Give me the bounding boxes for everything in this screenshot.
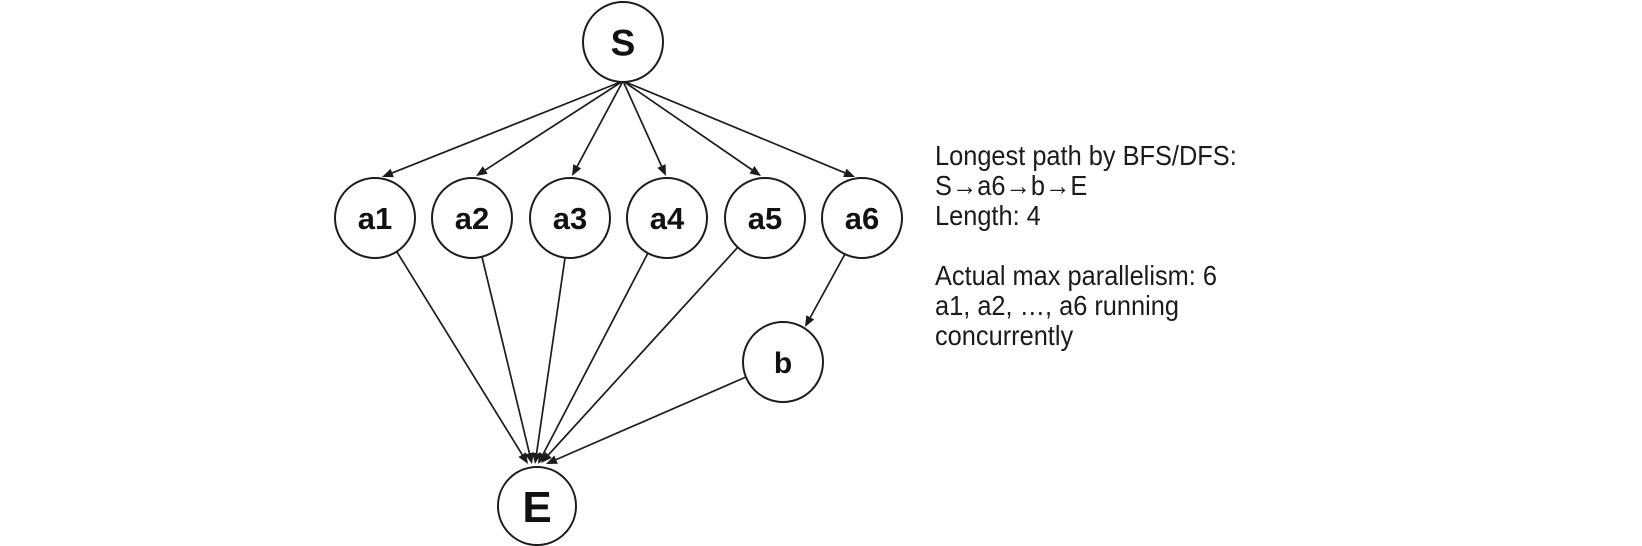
node-a5-circle	[724, 177, 806, 259]
node-E: E	[497, 466, 577, 546]
node-E-circle	[497, 466, 577, 546]
arrowhead-S-a4	[657, 164, 666, 176]
node-a5-label: a5	[748, 201, 782, 236]
annotation-line-running: a1, a2, …, a6 running	[935, 290, 1179, 321]
node-a4-circle	[626, 177, 708, 259]
arrowhead-b-E	[546, 455, 558, 464]
annotation-line-length: Length: 4	[935, 200, 1041, 231]
node-b: b	[742, 321, 824, 403]
node-a3-circle	[529, 177, 611, 259]
node-a1: a1	[334, 177, 416, 259]
node-a1-circle	[334, 177, 416, 259]
arrowhead-S-a5	[749, 166, 761, 176]
edge-b-E	[546, 376, 747, 464]
node-a2: a2	[431, 177, 513, 259]
node-a3-label: a3	[553, 201, 587, 236]
edge-S-a4	[622, 80, 666, 176]
node-S: S	[582, 1, 664, 83]
edge-S-a3	[572, 80, 624, 176]
annotation-line-parallelism: Actual max parallelism: 6	[935, 260, 1217, 291]
arrowhead-a2-E	[525, 452, 534, 464]
arrowhead-a6-b	[805, 315, 815, 327]
arrowhead-a1-E	[518, 452, 528, 464]
node-a5: a5	[724, 177, 806, 259]
annotation-line-longest-path: Longest path by BFS/DFS:	[935, 140, 1237, 171]
annotation-line-concurrently: concurrently	[935, 320, 1074, 351]
node-a4: a4	[626, 177, 708, 259]
node-a6-circle	[821, 177, 903, 259]
edge-a1-E	[396, 251, 528, 464]
arrowhead-S-a3	[572, 164, 582, 176]
node-b-circle	[742, 321, 824, 403]
edge-a2-E	[481, 256, 534, 464]
arrowhead-a4-E	[538, 452, 548, 464]
edge-a4-E	[538, 252, 649, 464]
node-a6-label: a6	[845, 201, 879, 236]
node-b-label: b	[774, 347, 792, 380]
node-a4-label: a4	[650, 201, 685, 236]
node-a2-circle	[431, 177, 513, 259]
node-a1-label: a1	[358, 201, 392, 236]
edge-S-a2	[476, 80, 624, 176]
annotation-line-path: S→a6→b→E	[935, 170, 1088, 201]
edge-S-a1	[382, 80, 624, 178]
annotation-line-blank	[935, 231, 1237, 261]
node-S-label: S	[611, 22, 636, 63]
arrowhead-S-a6	[843, 168, 855, 177]
edge-S-a6	[622, 80, 855, 177]
annotation-text: Longest path by BFS/DFS: S→a6→b→E Length…	[935, 141, 1237, 351]
arrowhead-S-a1	[382, 168, 394, 178]
edge-a3-E	[532, 257, 566, 464]
arrowhead-a5-E	[541, 451, 552, 463]
node-S-circle	[582, 1, 664, 83]
edge-a6-b	[805, 253, 846, 327]
node-a6: a6	[821, 177, 903, 259]
node-a2-label: a2	[455, 201, 489, 236]
edge-S-a5	[622, 80, 761, 176]
edge-a5-E	[541, 246, 739, 463]
arrowhead-S-a2	[476, 166, 488, 176]
node-a3: a3	[529, 177, 611, 259]
node-E-label: E	[522, 483, 551, 532]
